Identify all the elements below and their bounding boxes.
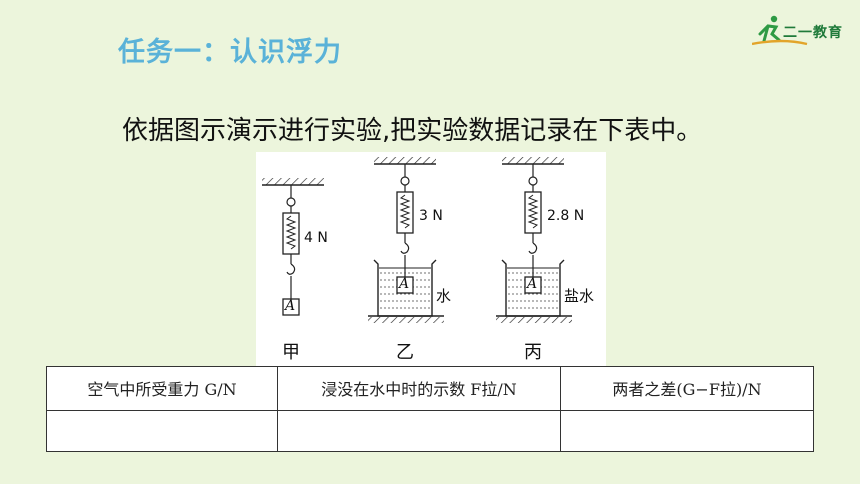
header-reading: 浸没在水中时的示数 F拉/N	[277, 366, 561, 411]
header-gravity: 空气中所受重力 G/N	[46, 366, 278, 411]
logo-runner-icon	[752, 15, 808, 46]
cell-difference[interactable]	[560, 409, 814, 452]
reading-bing: 2.8 N	[547, 208, 585, 224]
setup-yi	[368, 157, 444, 323]
reading-jia: 4 N	[304, 230, 328, 246]
spring-scale-diagram	[262, 157, 572, 323]
liquid-label-bing: 盐水	[564, 287, 595, 305]
logo-text: 二一教育	[783, 25, 843, 41]
setup-jia	[262, 178, 324, 316]
setup-bing	[496, 157, 572, 323]
cell-reading[interactable]	[277, 409, 561, 452]
block-label-bing: A	[527, 276, 538, 292]
data-table: 空气中所受重力 G/N 浸没在水中时的示数 F拉/N 两者之差(G−F拉)/N	[46, 366, 814, 452]
caption-bing: 丙	[524, 342, 542, 363]
reading-yi: 3 N	[419, 208, 443, 224]
caption-yi: 乙	[396, 342, 414, 363]
block-label-jia: A	[285, 298, 296, 314]
header-difference: 两者之差(G−F拉)/N	[560, 366, 814, 411]
block-label-yi: A	[399, 276, 410, 292]
table-header-row: 空气中所受重力 G/N 浸没在水中时的示数 F拉/N 两者之差(G−F拉)/N	[46, 366, 814, 411]
instruction-text: 依据图示演示进行实验,把实验数据记录在下表中。	[122, 116, 703, 146]
table-row	[46, 409, 814, 452]
caption-jia: 甲	[282, 342, 300, 363]
experiment-figure: 4 N 3 N 2.8 N A A A 水 盐水 甲 乙 丙	[256, 152, 606, 366]
page-title: 任务一：认识浮力	[118, 37, 342, 68]
cell-gravity[interactable]	[46, 409, 278, 452]
liquid-label-yi: 水	[436, 287, 452, 305]
